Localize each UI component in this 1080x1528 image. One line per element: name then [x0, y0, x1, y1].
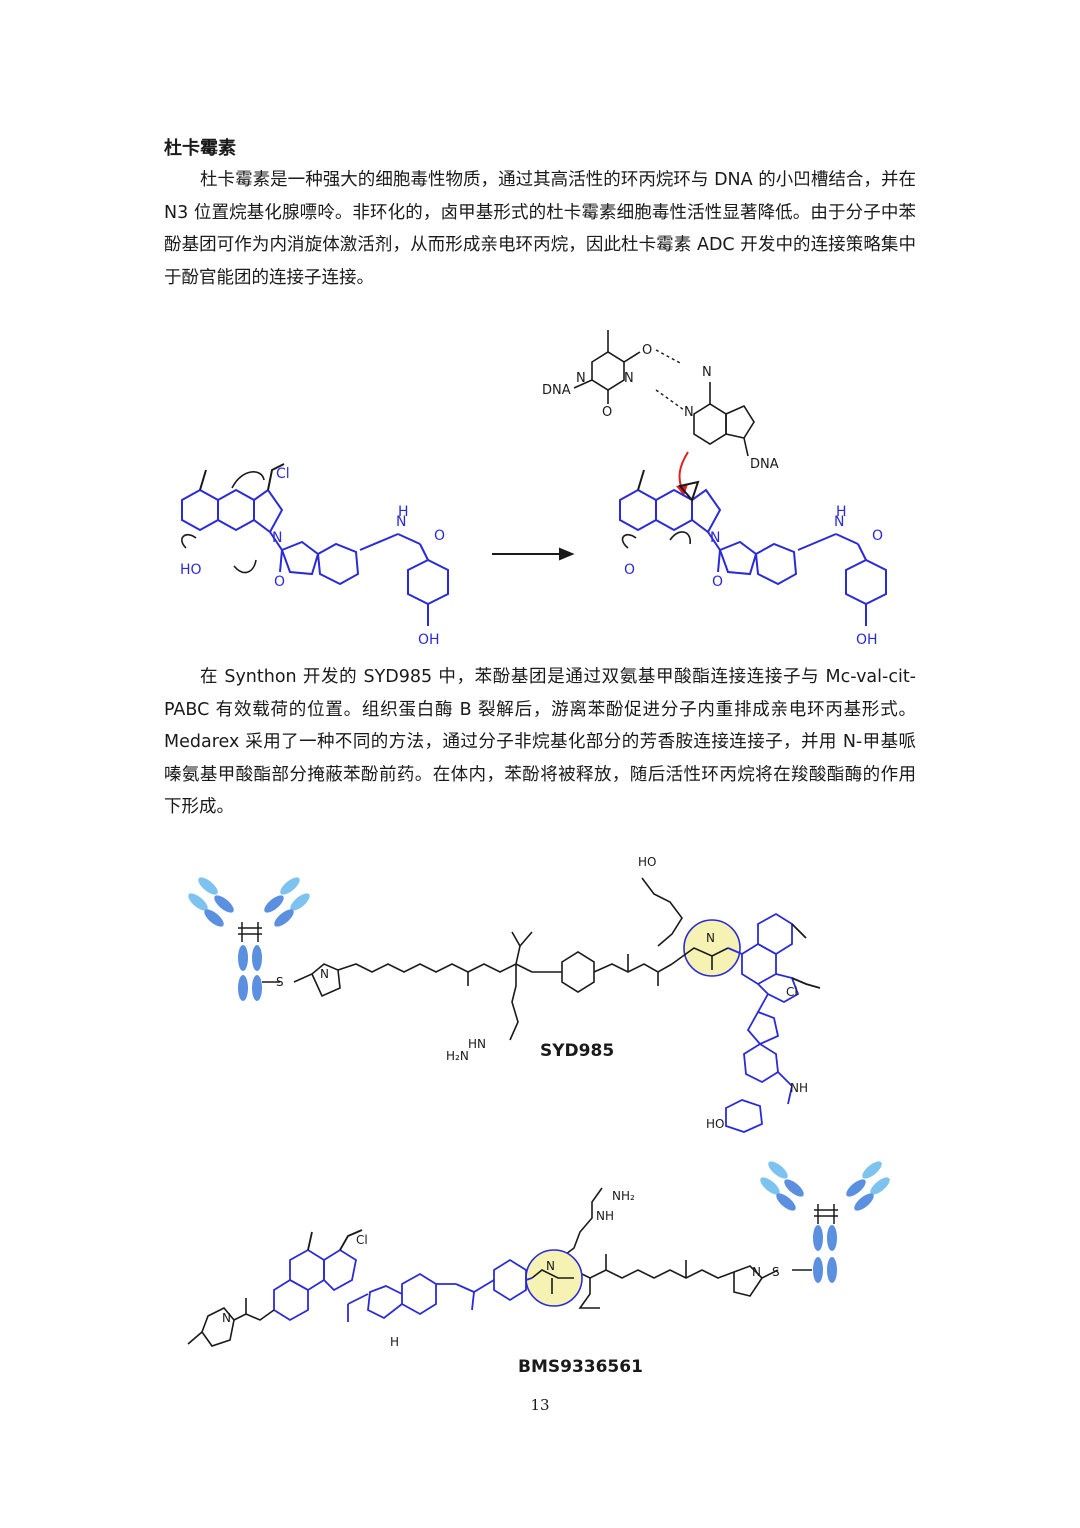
label-n-amide-right: N: [834, 514, 844, 530]
label-nh-syd: NH: [790, 1081, 808, 1095]
label-o-right-2: O: [712, 574, 723, 590]
label-o-left: O: [274, 574, 285, 590]
label-s-syd: S: [276, 975, 284, 989]
label-ho-phenol-syd: HO: [706, 1117, 724, 1131]
paragraph-syd985-medarex: 在 Synthon 开发的 SYD985 中，苯酚基团是通过双氨基甲酸酯连接连接…: [164, 667, 916, 817]
label-dna-top: DNA: [542, 383, 571, 398]
label-o-thymine-2: O: [602, 405, 612, 420]
label-o-amide-right: O: [872, 528, 883, 544]
label-n-maleimide-bms: N: [752, 1265, 761, 1279]
label-o-right: O: [624, 562, 635, 578]
adc-structures-figure: HO S N HN H₂N N Cl NH HO SYD985: [187, 855, 890, 1377]
label-n-amide-left: N: [396, 514, 406, 530]
label-ho-left: HO: [180, 562, 202, 578]
label-n-maleimide: N: [320, 967, 329, 981]
label-dna-bottom: DNA: [750, 457, 779, 472]
label-n-carbamate: N: [706, 931, 715, 945]
label-cl-bms: Cl: [356, 1233, 368, 1247]
label-n-thymine-2: N: [624, 371, 634, 386]
label-hn-urea: HN: [468, 1037, 486, 1051]
label-h-amide-right: H: [836, 504, 847, 520]
label-n-adenine-2: N: [684, 405, 694, 420]
highlight-circle-syd985: [683, 919, 741, 977]
label-cl-syd: Cl: [786, 985, 798, 999]
antibody-icon-bottom: [760, 1161, 890, 1283]
compound-label-bms: BMS9336561: [518, 1357, 643, 1377]
mechanism-figure: Cl HO O N N H O OH: [180, 330, 887, 648]
label-n-adenine: N: [702, 365, 712, 380]
label-h2n-urea: H₂N: [446, 1049, 469, 1063]
label-h-indole-bms: H: [390, 1335, 399, 1349]
label-n-piperazine: N: [222, 1311, 231, 1325]
label-n-right: N: [710, 530, 720, 546]
label-n-amide-bms: N: [546, 1259, 555, 1273]
label-n-thymine: N: [576, 371, 586, 386]
label-o-amide-left: O: [434, 528, 445, 544]
label-h-amide-left: H: [398, 504, 409, 520]
label-cl-left: Cl: [276, 466, 290, 482]
label-nh-urea-bms: NH: [596, 1209, 614, 1223]
label-s-bms: S: [772, 1265, 780, 1279]
label-nh2-urea-bms: NH₂: [612, 1189, 635, 1203]
label-ho-syd: HO: [638, 855, 656, 869]
label-oh-right: OH: [856, 632, 878, 648]
antibody-icon-top: [188, 877, 310, 1001]
paragraph-duocarmycin-intro: 杜卡霉素是一种强大的细胞毒性物质，通过其高活性的环丙烷环与 DNA 的小凹槽结合…: [164, 170, 916, 288]
label-n-left: N: [272, 530, 282, 546]
label-o-thymine: O: [642, 343, 652, 358]
compound-label-syd985: SYD985: [540, 1041, 614, 1061]
page-number: 13: [530, 1396, 550, 1414]
label-oh-left: OH: [418, 632, 440, 648]
section-heading: 杜卡霉素: [164, 138, 236, 159]
